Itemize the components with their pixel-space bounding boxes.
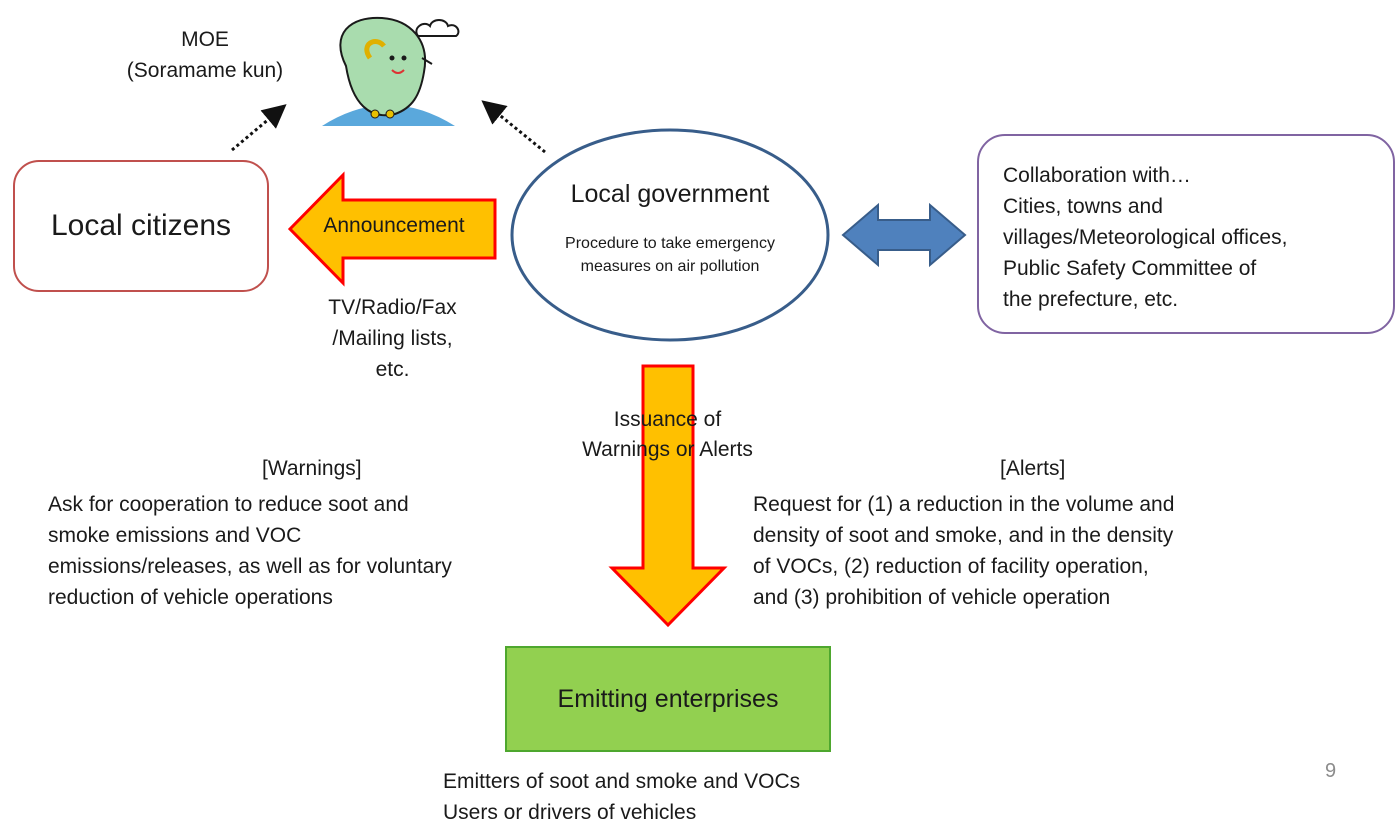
alerts-heading: [Alerts] [1000,457,1066,480]
page-number: 9 [1325,760,1337,782]
emitting-enterprises-label: Emitting enterprises [557,684,779,713]
issuance-line: Warnings or Alerts [582,438,753,461]
alerts-line: density of soot and smoke, and in the de… [753,524,1174,547]
local-citizens-box: Local citizens [13,160,269,292]
local-government-ellipse [510,128,830,342]
moe-label-line: (Soramame kun) [126,59,284,82]
soramame-mascot-icon [322,16,455,126]
issuance-label: Issuance of Warnings or Alerts [545,405,790,465]
issuance-arrow [608,364,728,628]
emitters-text: Emitters of soot and smoke and VOCs User… [443,766,800,828]
moe-label: MOE (Soramame kun) [90,24,320,86]
media-line: /Mailing lists, [332,327,453,350]
subtitle-line: Procedure to take emergency [565,235,775,252]
collaboration-line: Public Safety Committee of [1003,257,1257,280]
government-to-moe-arrow [481,100,546,154]
collaboration-line: Collaboration with… [1003,164,1191,187]
warnings-text: Ask for cooperation to reduce soot and s… [48,489,618,613]
warnings-line: emissions/releases, as well as for volun… [48,555,452,578]
warnings-line: reduction of vehicle operations [48,586,333,609]
emitters-line: Users or drivers of vehicles [443,801,697,824]
collaboration-line: villages/Meteorological offices, [1003,226,1288,249]
alerts-line: Request for (1) a reduction in the volum… [753,493,1175,516]
warnings-line: Ask for cooperation to reduce soot and [48,493,409,516]
moe-label-line: MOE [181,28,229,51]
issuance-line: Issuance of [613,408,722,431]
announcement-label: Announcement [323,214,465,237]
alerts-line: and (3) prohibition of vehicle operation [753,586,1111,609]
warnings-line: smoke emissions and VOC [48,524,302,547]
cloud-icon [415,19,460,37]
media-channels-label: TV/Radio/Fax /Mailing lists, etc. [325,292,460,385]
media-line: etc. [375,358,410,381]
citizens-to-moe-arrow [231,104,287,152]
collaboration-double-arrow [841,202,967,268]
emitting-enterprises-box: Emitting enterprises [505,646,831,752]
collaboration-line: Cities, towns and [1003,195,1163,218]
warnings-heading: [Warnings] [262,457,362,480]
local-government-subtitle: Procedure to take emergency measures on … [510,232,830,278]
alerts-text: Request for (1) a reduction in the volum… [753,489,1353,613]
local-government-title: Local government [570,180,770,208]
emitters-line: Emitters of soot and smoke and VOCs [443,770,801,793]
collaboration-box: Collaboration with… Cities, towns and vi… [977,134,1395,334]
media-line: TV/Radio/Fax [328,296,457,319]
subtitle-line: measures on air pollution [580,258,760,275]
announcement-arrow [287,171,497,287]
collaboration-line: the prefecture, etc. [1003,288,1179,311]
alerts-line: of VOCs, (2) reduction of facility opera… [753,555,1149,578]
local-citizens-label: Local citizens [50,209,232,242]
